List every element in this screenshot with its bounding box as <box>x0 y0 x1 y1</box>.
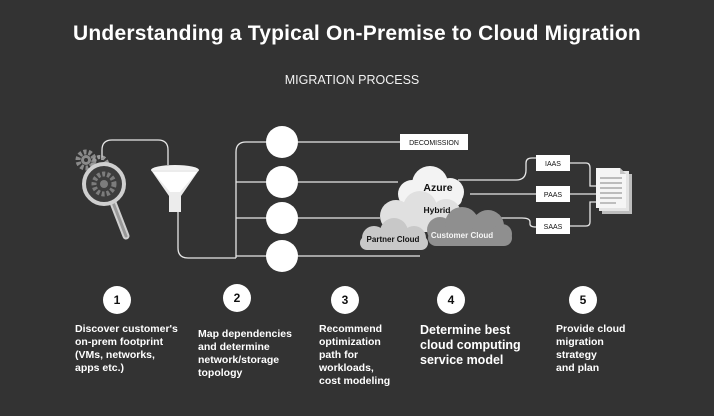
connector-saas <box>490 217 537 228</box>
step-5-number: 5 <box>569 286 597 314</box>
step-3-number: 3 <box>331 286 359 314</box>
step-5-text: Provide cloud migration strategy and pla… <box>556 323 626 374</box>
azure-label: Azure <box>423 182 452 194</box>
customer-cloud <box>427 207 512 246</box>
connector-circle-1 <box>235 141 268 258</box>
page-title: Understanding a Typical On-Premise to Cl… <box>73 22 641 45</box>
decommission-label: DECOMISSION <box>409 140 459 147</box>
hybrid-label: Hybrid <box>424 205 451 215</box>
connector-iaas <box>458 157 536 181</box>
step-4-number: 4 <box>437 286 465 314</box>
partner-cloud-label: Partner Cloud <box>367 235 420 244</box>
step-1-text: Discover customer's on-prem footprint (V… <box>75 323 178 374</box>
iaas-label: IAAS <box>545 161 561 168</box>
step-3-text: Recommend optimization path for workload… <box>319 323 391 387</box>
connector-funnel-split <box>177 212 236 259</box>
magnifier-icon <box>82 162 130 240</box>
iaas-box: IAAS <box>536 155 570 171</box>
process-circle <box>266 126 298 158</box>
step-2-text: Map dependencies and determine network/s… <box>198 328 292 379</box>
connector-iaas-doc <box>570 162 598 187</box>
document-icon <box>596 168 632 214</box>
saas-label: SAAS <box>544 224 563 231</box>
step-2-number: 2 <box>223 284 251 312</box>
customer-cloud-label: Customer Cloud <box>431 231 493 240</box>
process-circles <box>266 126 298 272</box>
decommission-box: DECOMISSION <box>400 134 468 150</box>
process-circle <box>266 166 298 198</box>
process-circle <box>266 240 298 272</box>
paas-box: PAAS <box>536 186 570 202</box>
step-4-text: Determine best cloud computing service m… <box>420 323 521 367</box>
connector-saas-doc <box>570 201 598 227</box>
saas-box: SAAS <box>536 218 570 234</box>
section-subtitle: MIGRATION PROCESS <box>284 73 420 87</box>
paas-label: PAAS <box>544 192 562 199</box>
process-circle <box>266 202 298 234</box>
connector-gear-funnel <box>101 139 169 165</box>
partner-cloud <box>360 218 428 250</box>
step-1-number: 1 <box>103 286 131 314</box>
funnel-icon <box>151 165 199 212</box>
connector-lines <box>101 139 598 259</box>
